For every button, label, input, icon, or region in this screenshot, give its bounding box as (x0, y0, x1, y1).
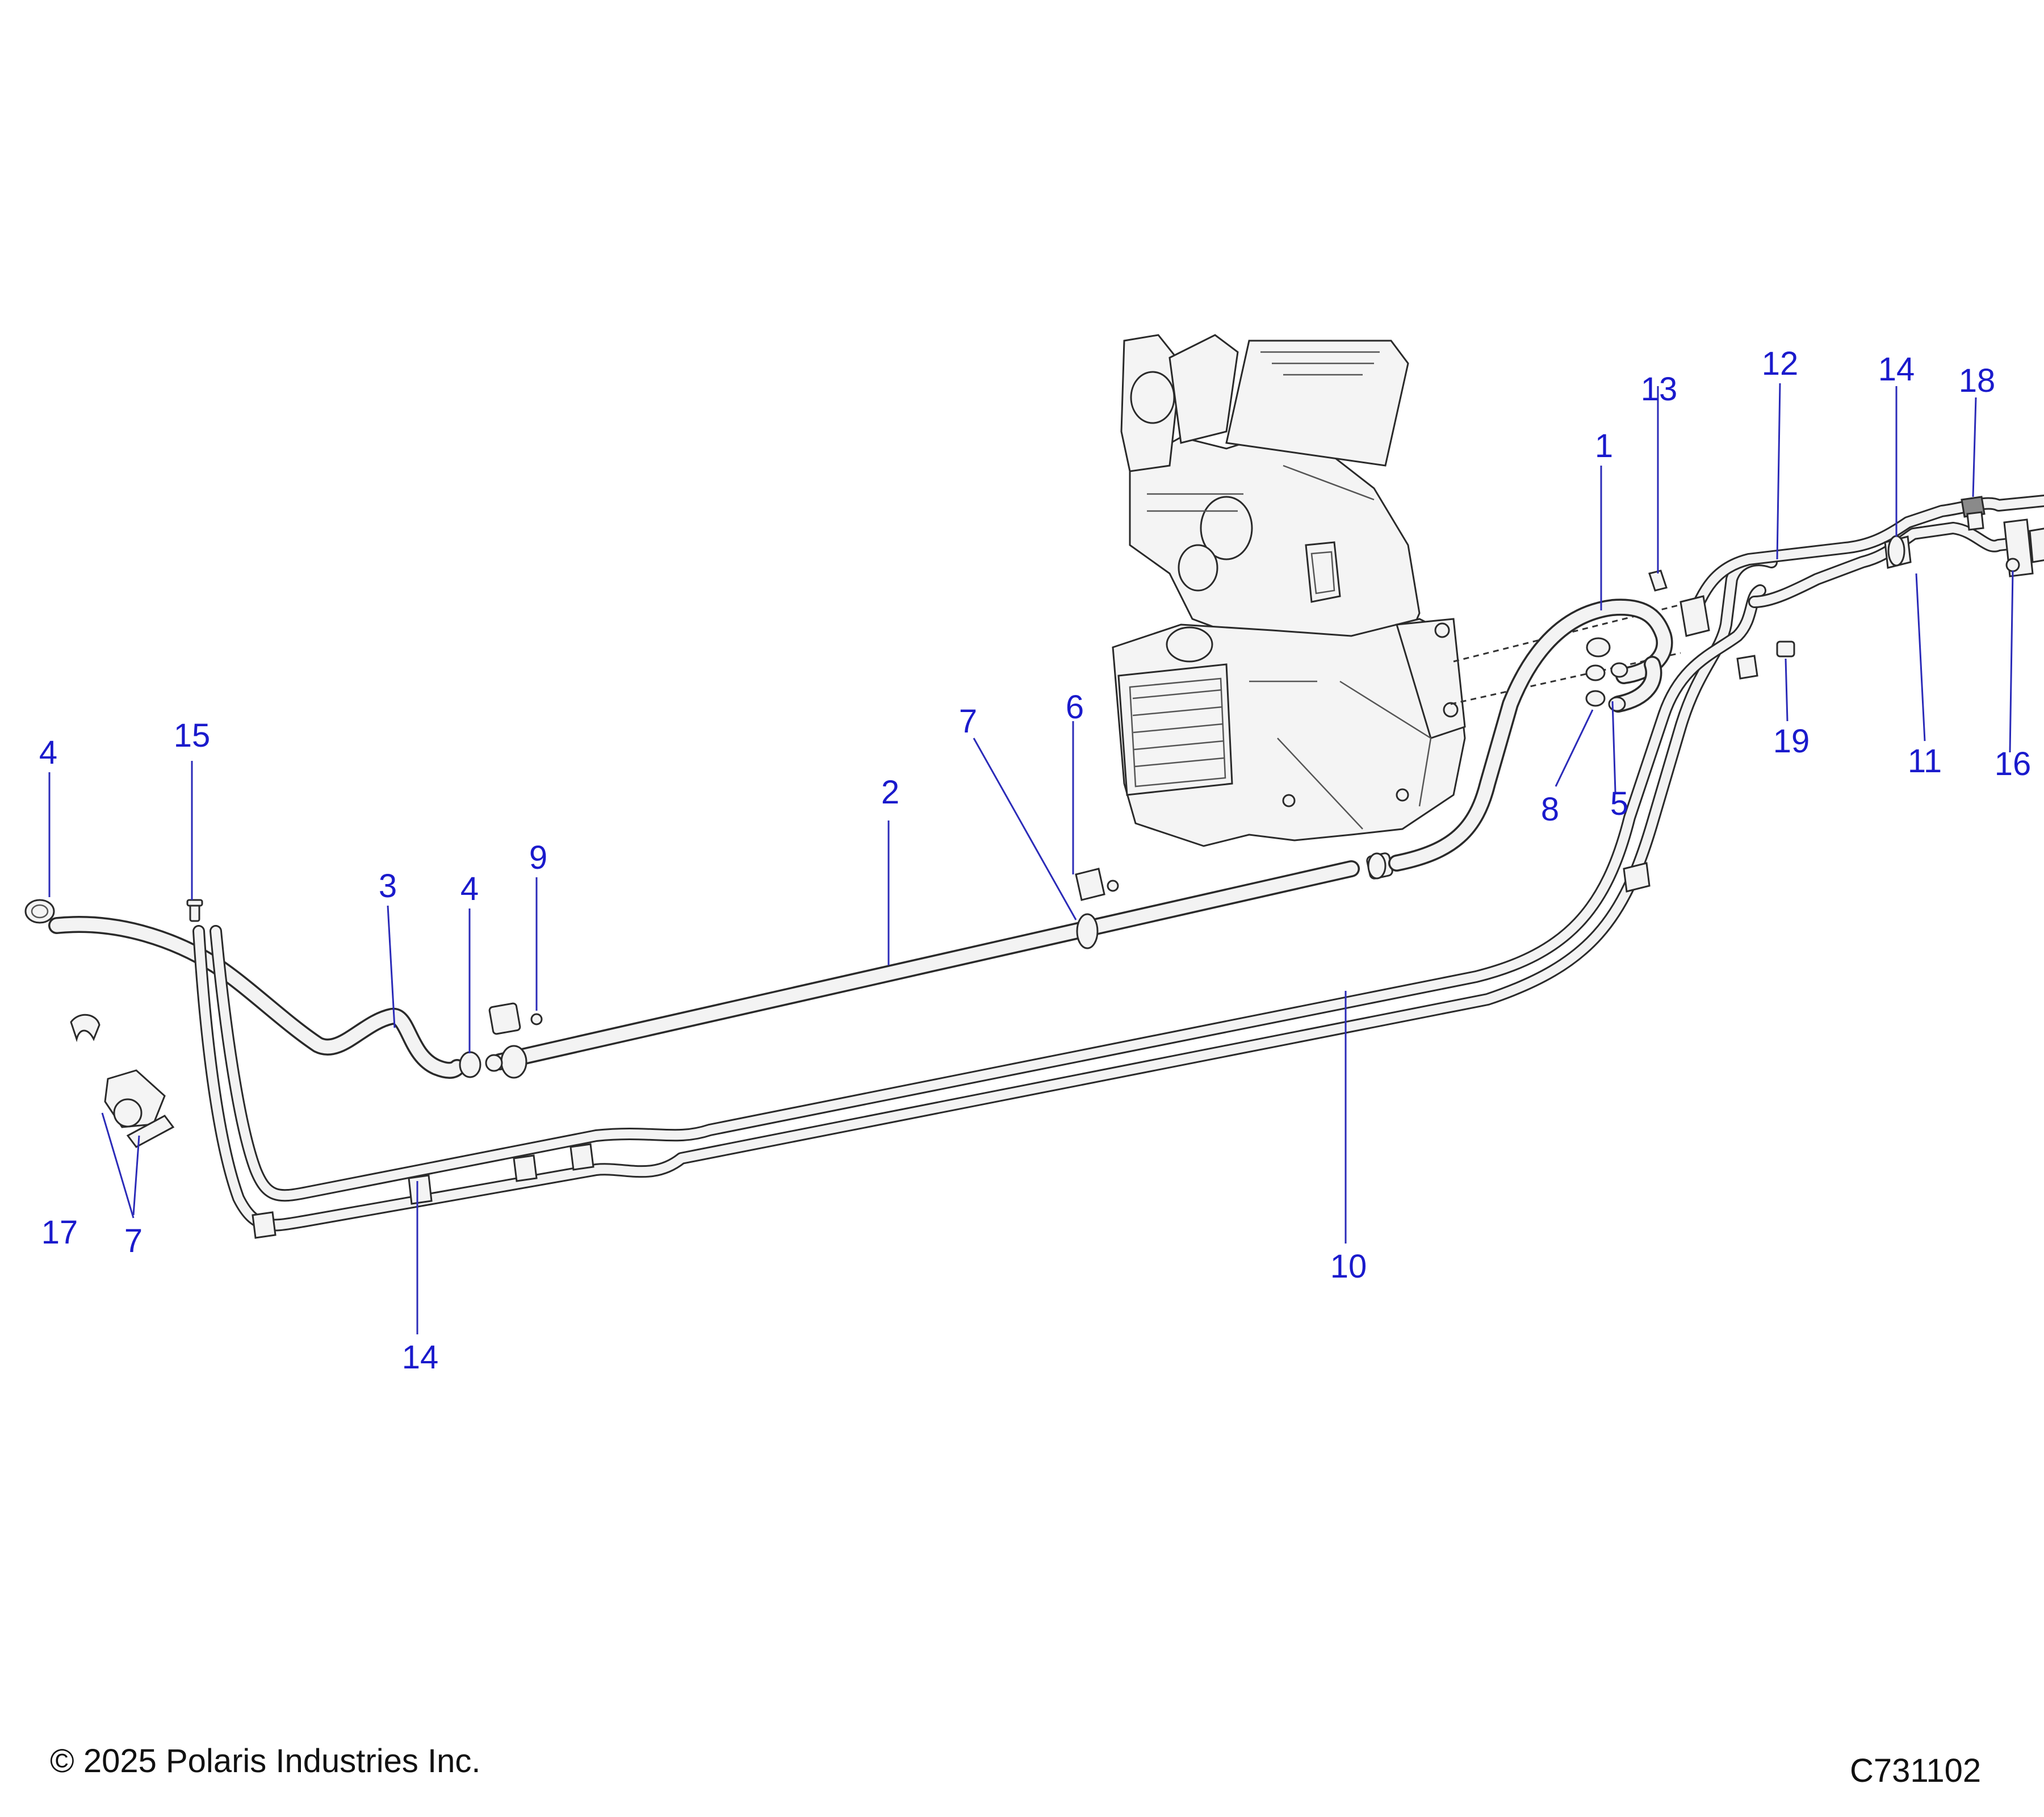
callout-labels: 1 2 3 4 4 5 6 7 7 8 9 10 11 12 13 14 14 … (39, 345, 2031, 1376)
callout-13: 13 (1641, 371, 1678, 408)
callout-7-lower: 7 (124, 1223, 143, 1259)
callout-19: 19 (1773, 723, 1810, 760)
callout-18: 18 (1959, 362, 1996, 399)
nut-16 (2005, 558, 2020, 572)
callout-2: 2 (881, 774, 899, 811)
hose-12 (1686, 494, 2044, 625)
callout-15: 15 (174, 717, 211, 754)
callout-5: 5 (1610, 785, 1628, 822)
callout-4-left: 4 (39, 734, 57, 771)
hose-2-clamp (485, 1045, 527, 1079)
plug-19 (1776, 640, 1795, 658)
callout-3: 3 (379, 868, 397, 905)
diagram-id: C731102 (1850, 1752, 1982, 1789)
clamp-4-middle (459, 1051, 481, 1078)
bracket-6 (1075, 868, 1119, 901)
hose-1 (1388, 598, 1673, 872)
hose-11-fitting (2003, 518, 2044, 577)
hose-10 (192, 554, 1778, 1232)
leader-lines (48, 383, 2014, 1334)
grommet-9 (488, 1002, 543, 1035)
callout-14-upper: 14 (1878, 351, 1915, 388)
callout-16: 16 (1995, 746, 2032, 782)
clamp-7-hose-2 (1076, 913, 1099, 949)
clamp-junction (1367, 852, 1387, 880)
clamp-14-right (1887, 535, 1905, 567)
callout-11: 11 (1908, 743, 1942, 780)
callout-17: 17 (41, 1214, 78, 1251)
hose-5 (1610, 656, 1662, 713)
clamp-4-left (24, 899, 55, 924)
callout-10: 10 (1330, 1248, 1367, 1285)
callout-14-lower: 14 (402, 1339, 439, 1376)
callout-6: 6 (1066, 689, 1084, 726)
fitting-13 (1648, 570, 1668, 592)
callout-4-middle: 4 (460, 870, 479, 907)
callout-8: 8 (1541, 791, 1559, 828)
callout-9: 9 (529, 839, 547, 876)
bracket-17 (70, 1014, 166, 1128)
hose-2 (491, 860, 1360, 1070)
heater-box-assembly (1112, 334, 1466, 847)
copyright-text: © 2025 Polaris Industries Inc. (50, 1743, 481, 1780)
fittings-box-end (1585, 637, 1628, 712)
hose-3 (48, 916, 466, 1079)
screw-15 (186, 899, 203, 922)
cap-18 (1961, 496, 1986, 531)
callout-1: 1 (1595, 428, 1613, 464)
callout-12: 12 (1762, 345, 1799, 382)
callout-7-upper: 7 (959, 703, 977, 740)
clamps-14 (252, 535, 1912, 1239)
